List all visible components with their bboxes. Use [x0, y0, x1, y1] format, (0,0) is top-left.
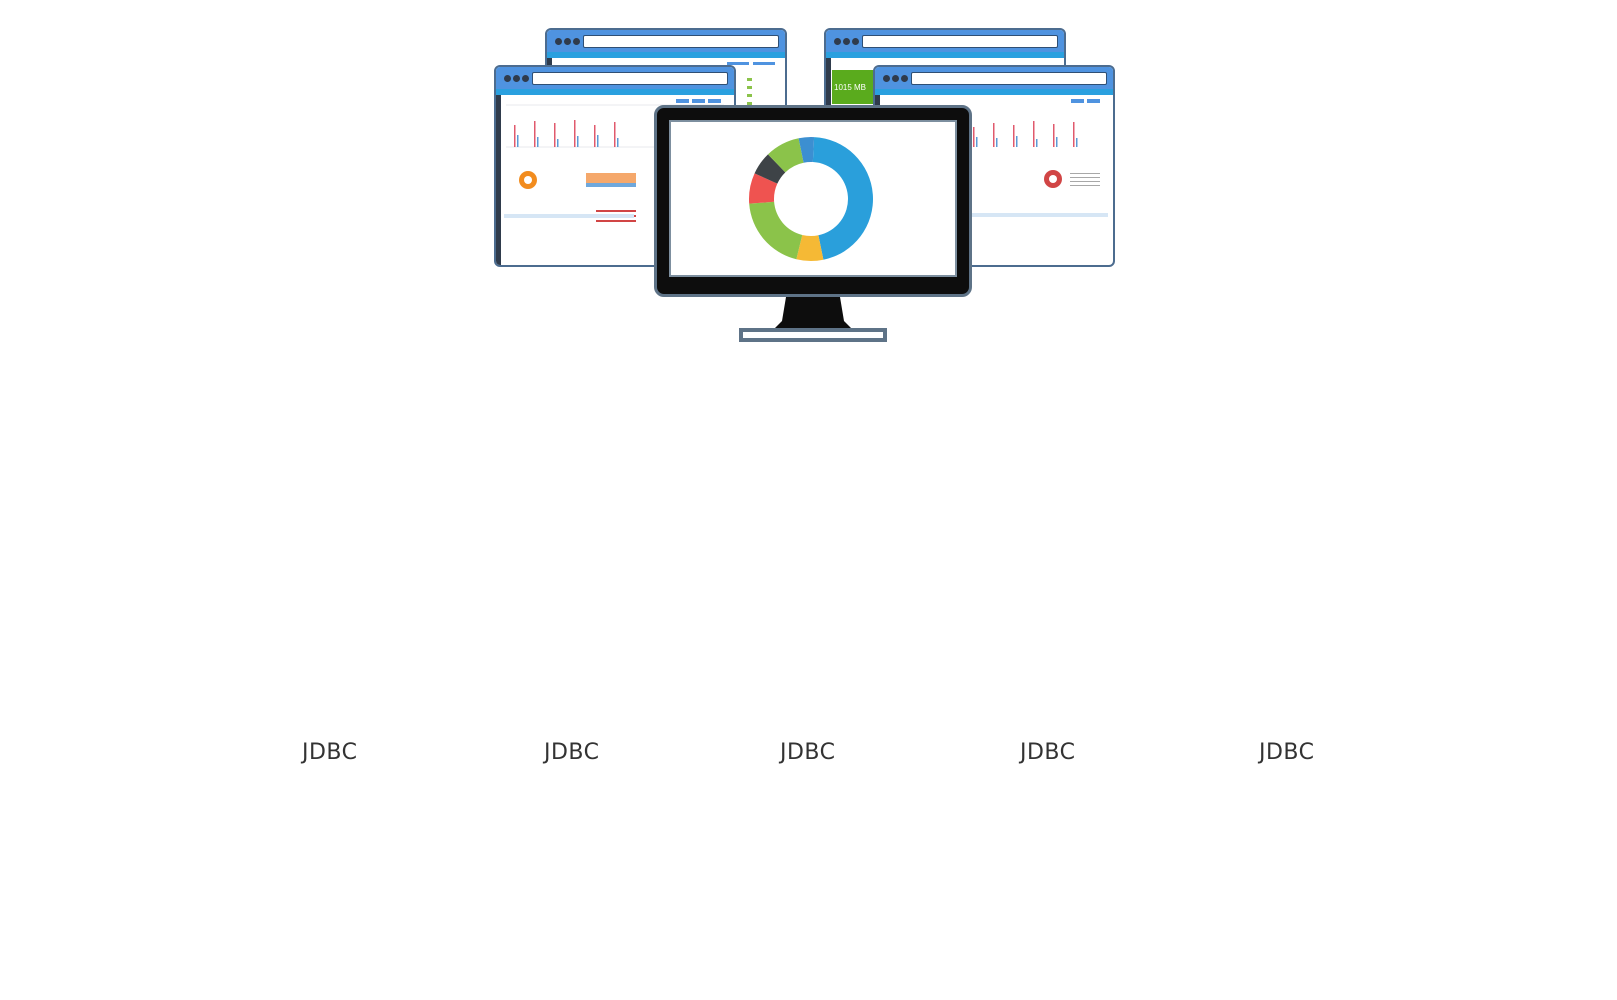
donut-chart: [749, 137, 873, 261]
monitor-neck: [772, 297, 854, 331]
jdbc-label-3: JDBC: [780, 740, 836, 765]
donut-slice-light-green: [767, 138, 804, 173]
address-bar: [911, 72, 1107, 85]
address-bar: [532, 72, 728, 85]
window-titlebar: [547, 30, 785, 52]
donut-slice-blue: [812, 137, 873, 260]
address-bar: [583, 35, 779, 48]
donut-slice-yellow: [796, 234, 824, 261]
monitor-icon: [654, 105, 972, 297]
address-bar: [862, 35, 1058, 48]
memory-tile: 1015 MB: [832, 70, 872, 104]
donut-slice-green: [749, 201, 803, 260]
jdbc-label-2: JDBC: [544, 740, 600, 765]
jdbc-label-5: JDBC: [1259, 740, 1315, 765]
donut-slice-red: [749, 173, 778, 204]
jdbc-label-4: JDBC: [1020, 740, 1076, 765]
window-titlebar: [496, 67, 734, 89]
window-titlebar: [826, 30, 1064, 52]
window-titlebar: [875, 67, 1113, 89]
donut-slice-dark-gray: [754, 154, 786, 184]
dashboard-screenshot-icon: [496, 95, 734, 265]
monitor-base: [739, 328, 887, 342]
jdbc-label-1: JDBC: [302, 740, 358, 765]
donut-slice-mid-blue: [798, 137, 815, 163]
monitor-screen: [669, 120, 957, 277]
memory-value: 1015 MB: [834, 83, 867, 92]
